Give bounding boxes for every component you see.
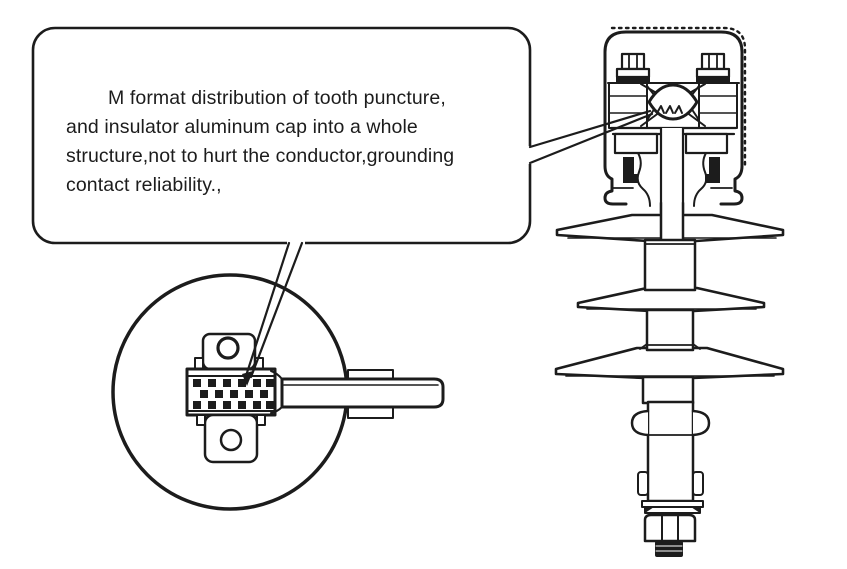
detail-circle-view bbox=[111, 273, 445, 511]
boot-curve-right bbox=[693, 152, 708, 207]
cap-bolt-left bbox=[615, 52, 651, 82]
callout-leader-to-detail bbox=[242, 241, 304, 386]
clamp-top-wing-left bbox=[194, 357, 204, 370]
seal-right bbox=[705, 157, 720, 183]
clamp-bottom-wing-left bbox=[196, 414, 206, 426]
boot-curve-left bbox=[636, 152, 651, 207]
rod-body bbox=[280, 377, 445, 409]
eye-lens bbox=[647, 83, 699, 121]
shed-3 bbox=[554, 346, 785, 380]
bolt-head bbox=[700, 52, 726, 71]
cap-step-block-right bbox=[684, 132, 729, 155]
bolt-seat bbox=[696, 77, 730, 82]
rod-flare-top bbox=[270, 370, 283, 380]
callout-box bbox=[31, 26, 534, 247]
clamp-bottom-hole bbox=[219, 428, 243, 452]
callout-gap-bottom bbox=[287, 239, 305, 247]
leader-cap-line-lower bbox=[528, 112, 654, 165]
hex-nut bbox=[643, 513, 697, 543]
callout-gap-right bbox=[526, 146, 534, 164]
bolt-head-facets bbox=[708, 53, 718, 70]
pin-side-tab-right bbox=[692, 471, 704, 496]
washer-wedges bbox=[645, 507, 700, 513]
insulator-pin bbox=[630, 375, 711, 557]
stem-mid-flare bbox=[639, 343, 701, 350]
cap-bolt-right bbox=[695, 52, 731, 82]
bolt-seat bbox=[616, 77, 650, 82]
cap-center-stem-edges bbox=[659, 126, 685, 215]
shed-2 bbox=[576, 286, 766, 313]
pin-side-tab-left bbox=[637, 471, 649, 496]
leader-detail-line-left bbox=[243, 241, 291, 381]
jaw-plate-right bbox=[698, 82, 738, 129]
washer-lower bbox=[644, 506, 701, 514]
pin-collar-left bbox=[630, 409, 650, 437]
pedestal bbox=[643, 238, 697, 292]
leader-cap-line-upper bbox=[528, 109, 652, 149]
bolt-base bbox=[695, 67, 731, 79]
callout-text: M format distribution of tooth puncture,… bbox=[66, 87, 455, 196]
leader-detail-line-right bbox=[249, 241, 304, 379]
bolt-base bbox=[615, 67, 651, 79]
hex-nut-facets bbox=[661, 514, 679, 542]
tooth-squares bbox=[193, 379, 274, 409]
seal-left bbox=[623, 157, 638, 183]
insulator-cap bbox=[603, 26, 747, 215]
rod-flare-bottom bbox=[270, 406, 283, 414]
eye-teeth bbox=[656, 105, 683, 114]
conductor-rod bbox=[270, 369, 445, 419]
cap-center-stem bbox=[661, 128, 683, 213]
leader-detail-arrow-tip bbox=[242, 371, 253, 386]
stem-under-cap bbox=[661, 203, 683, 243]
callout-outline bbox=[31, 26, 532, 245]
pin-body bbox=[646, 400, 695, 503]
jaw-plate-right-lines bbox=[698, 95, 738, 114]
pin-collar-right bbox=[691, 409, 711, 437]
pin-stem bbox=[641, 375, 695, 405]
cap-lower-internals bbox=[609, 126, 738, 215]
insulator-core bbox=[639, 201, 701, 352]
bolt-head-facets bbox=[628, 53, 638, 70]
cap-clamp-eye bbox=[647, 83, 699, 121]
threaded-stud bbox=[655, 541, 683, 557]
cap-stipple-outline bbox=[610, 26, 747, 170]
stud-thread-lines bbox=[655, 545, 683, 552]
callout-leader-to-cap bbox=[528, 109, 654, 165]
stem-mid bbox=[645, 308, 695, 352]
bolt-head bbox=[620, 52, 646, 71]
cap-step-block-left bbox=[613, 132, 659, 155]
stem-under-cap-edges bbox=[659, 201, 685, 245]
clamp-top-hole bbox=[216, 336, 240, 360]
insulator-view bbox=[554, 26, 785, 557]
clamp-bottom-wing-right bbox=[256, 414, 266, 426]
